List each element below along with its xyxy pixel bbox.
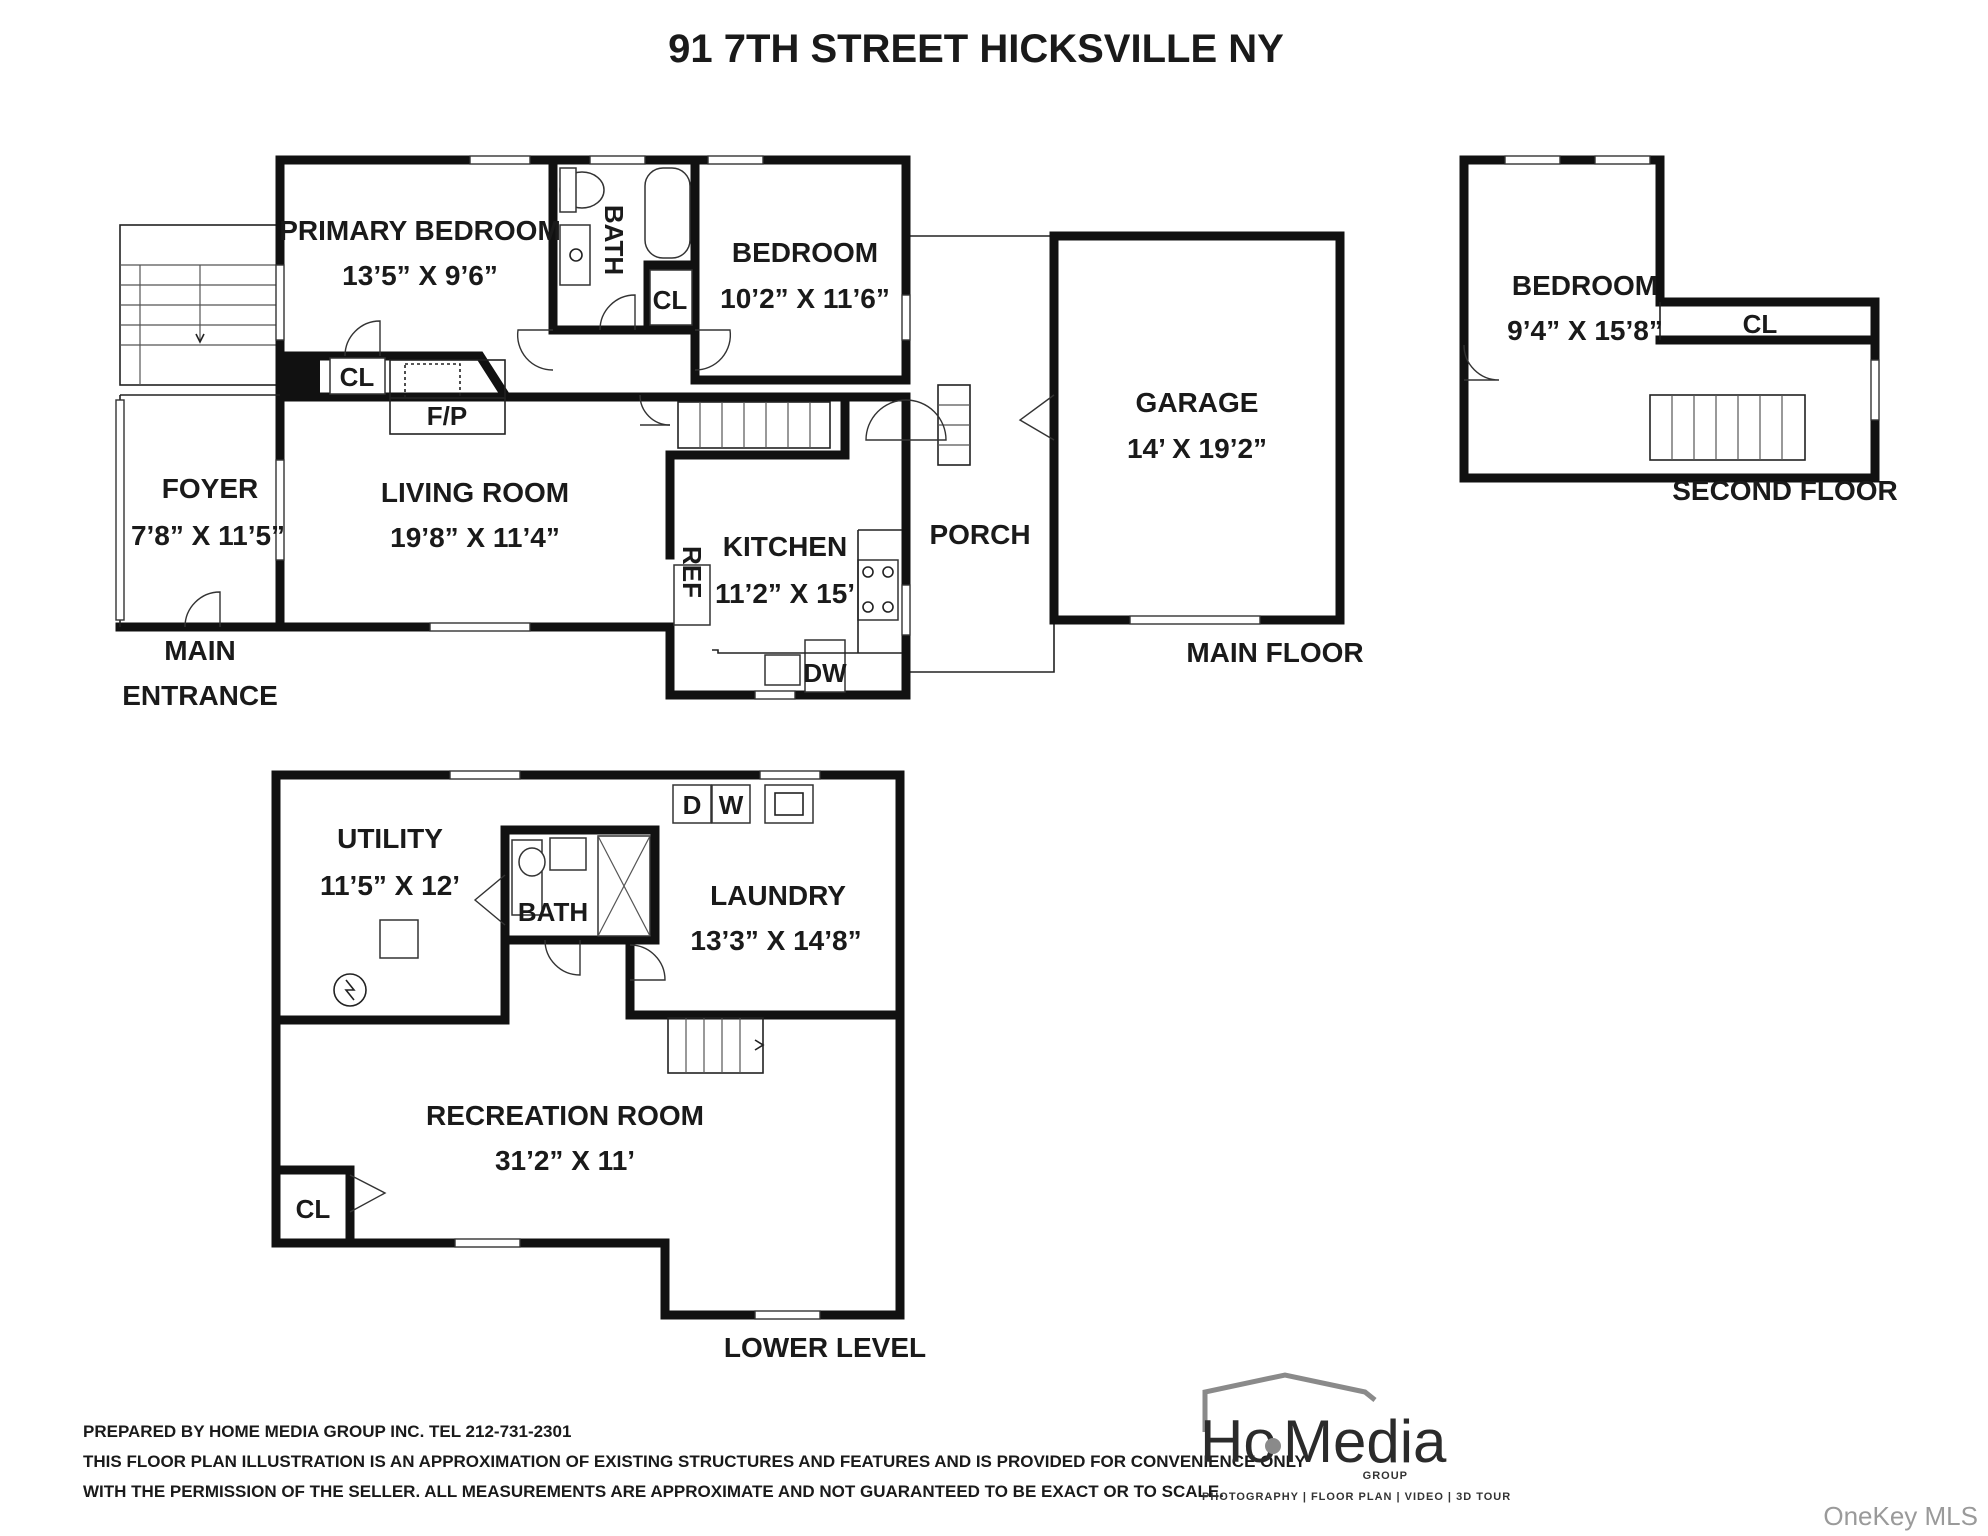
recreation-room-name: RECREATION ROOM bbox=[426, 1100, 704, 1131]
porch-steps bbox=[937, 384, 971, 466]
second-floor: BEDROOM 9’4” X 15’8” CL SECOND FLOOR bbox=[1459, 155, 1898, 506]
disclaimer: PREPARED BY HOME MEDIA GROUP INC. TEL 21… bbox=[83, 1422, 1306, 1501]
second-bedroom-size: 9’4” X 15’8” bbox=[1507, 315, 1663, 346]
main-stairs bbox=[677, 401, 831, 449]
second-bedroom-name: BEDROOM bbox=[1512, 270, 1658, 301]
dishwasher-label: DW bbox=[803, 658, 847, 688]
living-room-size: 19’8” X 11’4” bbox=[390, 522, 560, 553]
disclaimer-line1: PREPARED BY HOME MEDIA GROUP INC. TEL 21… bbox=[83, 1422, 571, 1441]
kitchen-fixtures bbox=[673, 529, 902, 693]
plan-title: 91 7TH STREET HICKSVILLE NY bbox=[668, 27, 1284, 71]
recreation-room-size: 31’2” X 11’ bbox=[495, 1145, 635, 1176]
laundry-size: 13’3” X 14’8” bbox=[690, 925, 861, 956]
disclaimer-line2: THIS FLOOR PLAN ILLUSTRATION IS AN APPRO… bbox=[83, 1452, 1306, 1471]
homedia-logo: Ho Media GROUP PHOTOGRAPHY | FLOOR PLAN … bbox=[1200, 1372, 1511, 1503]
main-floor-doors bbox=[184, 294, 1055, 628]
laundry-name: LAUNDRY bbox=[710, 880, 846, 911]
primary-bedroom-name: PRIMARY BEDROOM bbox=[279, 215, 561, 246]
lower-level: UTILITY 11’5” X 12’ BATH LAUNDRY 13’3” X… bbox=[271, 770, 926, 1363]
main-bath-fixtures bbox=[559, 167, 691, 286]
main-bath-name: BATH bbox=[599, 205, 629, 275]
living-room-name: LIVING ROOM bbox=[381, 477, 569, 508]
second-floor-label: SECOND FLOOR bbox=[1672, 475, 1898, 506]
fireplace bbox=[389, 359, 506, 435]
logo-name-part2: Media bbox=[1283, 1408, 1447, 1475]
bedroom-size: 10’2” X 11’6” bbox=[720, 283, 890, 314]
main-floor: PRIMARY BEDROOM 13’5” X 9’6” BATH BEDROO… bbox=[115, 155, 1364, 711]
kitchen-size: 11’2” X 15’ bbox=[715, 578, 855, 609]
washer-label: W bbox=[719, 790, 744, 820]
primary-closet-label: CL bbox=[340, 362, 375, 392]
porch-outline bbox=[906, 235, 1055, 673]
dryer-label: D bbox=[683, 790, 702, 820]
bath-closet-label: CL bbox=[653, 285, 688, 315]
foyer-name: FOYER bbox=[162, 473, 258, 504]
main-entrance-line2: ENTRANCE bbox=[122, 680, 278, 711]
main-floor-windows bbox=[115, 155, 1261, 700]
bedroom-name: BEDROOM bbox=[732, 237, 878, 268]
lower-bath-name: BATH bbox=[518, 897, 588, 927]
exterior-deck-stairs bbox=[119, 224, 279, 386]
main-floor-label: MAIN FLOOR bbox=[1186, 637, 1363, 668]
garage-name: GARAGE bbox=[1136, 387, 1259, 418]
porch-name: PORCH bbox=[929, 519, 1030, 550]
primary-bedroom-size: 13’5” X 9’6” bbox=[342, 260, 498, 291]
logo-name-part1: Ho bbox=[1200, 1408, 1277, 1475]
refrigerator-label: REF bbox=[677, 546, 707, 598]
main-entrance-line1: MAIN bbox=[164, 635, 236, 666]
foyer-size: 7’8” X 11’5” bbox=[131, 520, 285, 551]
fireplace-label: F/P bbox=[427, 401, 467, 431]
utility-name: UTILITY bbox=[337, 823, 443, 854]
second-closet-label: CL bbox=[1743, 309, 1778, 339]
lower-closet-label: CL bbox=[296, 1194, 331, 1224]
logo-services: PHOTOGRAPHY | FLOOR PLAN | VIDEO | 3D TO… bbox=[1202, 1491, 1511, 1503]
lower-level-label: LOWER LEVEL bbox=[724, 1332, 926, 1363]
utility-size: 11’5” X 12’ bbox=[320, 870, 460, 901]
watermark: OneKey MLS bbox=[1823, 1501, 1978, 1531]
garage-size: 14’ X 19’2” bbox=[1127, 433, 1267, 464]
kitchen-name: KITCHEN bbox=[723, 531, 847, 562]
disclaimer-line3: WITH THE PERMISSION OF THE SELLER. ALL M… bbox=[83, 1482, 1224, 1501]
logo-group: GROUP bbox=[1363, 1470, 1408, 1482]
